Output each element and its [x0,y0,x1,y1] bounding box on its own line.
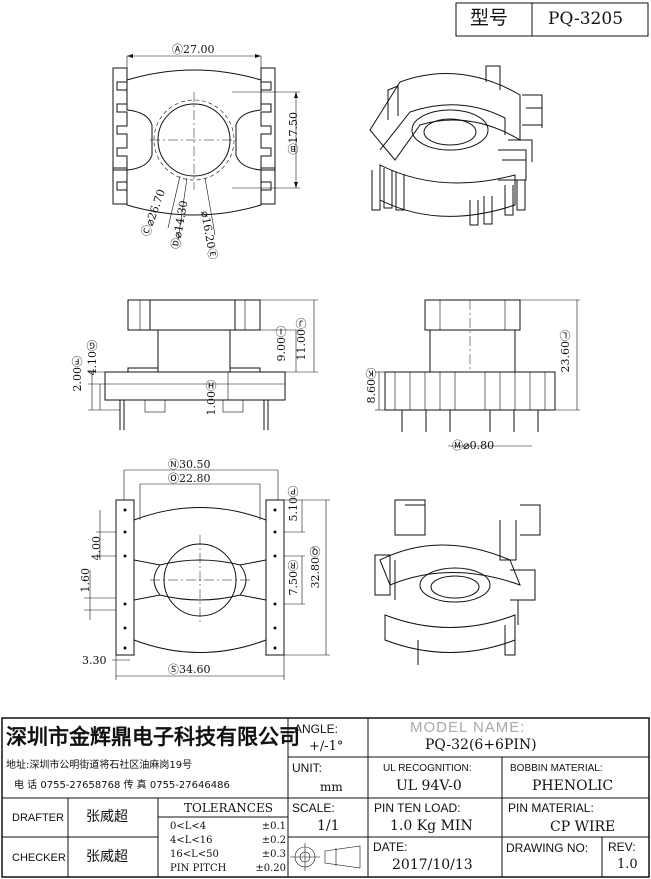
drawing-no-label: DRAWING NO: [506,841,589,855]
model-value: PQ-3205 [548,9,624,29]
tol-value: ±0.1 [261,821,286,832]
bottom-view [115,469,285,656]
tolerance-row: 16<L<50 ±0.3 [170,848,286,862]
dim-q: 32.80Ⓠ [309,546,322,589]
pin-load-value: 1.0 Kg MIN [390,818,473,834]
pin-load-label: PIN TEN LOAD: [374,801,461,815]
side-view-left-dims [88,299,318,411]
checker-value: 张威超 [86,849,128,865]
tolerance-row: 4<L<16 ±0.2 [170,834,286,848]
bobbin-label: BOBBIN MATERIAL: [510,763,603,774]
dim-p: 5.10Ⓟ [287,486,300,522]
pin-material-label: PIN MATERIAL: [508,801,594,815]
company-name: 深圳市金辉鼎电子科技有限公司 [6,725,300,749]
top-view-upper [112,54,300,241]
tol-range: 0<L<4 [170,821,207,832]
header-box [455,2,649,37]
date-label: DATE: [373,840,408,854]
dim-s: Ⓢ34.60 [168,663,211,676]
ul-value: UL 94V-0 [396,778,462,794]
tol-value: ±0.3 [261,849,286,860]
tolerance-row: 0<L<4 ±0.1 [170,820,286,834]
dim-r: 7.50Ⓡ [287,560,300,596]
rev-label: REV: [608,840,636,854]
iso-view-upper [369,65,543,226]
company-phone: 电 话 0755-27658768 传 真 0755-27646486 [14,780,230,791]
unit-value: mm [320,780,343,794]
model-name-label: MODEL NAME: [410,719,526,736]
model-label: 型号 [470,7,509,29]
tol-range: 4<L<16 [170,835,213,846]
dim-o: Ⓞ22.80 [168,472,211,485]
drafter-label: DRAFTER [12,812,64,824]
tolerances-label: TOLERANCES [184,801,273,815]
model-name-value: PQ-32(6+6PIN) [425,737,537,753]
angle-symbol [290,843,361,871]
tolerance-table: 0<L<4 ±0.1 4<L<16 ±0.2 16<L<50 ±0.3 PIN PIT… [170,820,286,876]
drafter-value: 张威超 [86,809,128,825]
scale-value: 1/1 [317,818,340,834]
side-view-right-dims [375,299,580,447]
bobbin-value: PHENOLIC [532,778,614,794]
date-value: 2017/10/13 [392,857,473,873]
dim-b: Ⓑ17.50 [287,112,300,155]
tol-value: ±0.20 [255,863,286,874]
checker-label: CHECKER [12,852,66,864]
side-view-left [104,299,286,430]
scale-label: SCALE: [292,801,335,815]
dim-g: 4.10Ⓖ [86,340,99,376]
dim-f: 2.00Ⓕ [71,356,84,392]
tol-range: PIN PITCH [170,863,227,874]
tol-value: ±0.2 [261,835,286,846]
title-block-lines [1,717,650,878]
dim-l: 23.60Ⓛ [559,330,572,373]
dim-h: 1.00Ⓗ [205,380,218,416]
dim-a: Ⓐ27.00 [172,43,215,56]
dim-i: 9.00Ⓘ [275,326,288,362]
dim-160: 1.60 [79,568,92,593]
dim-n: Ⓝ30.50 [168,458,211,471]
angle-value: +/-1° [309,739,344,754]
bottom-view-dims [84,499,330,680]
dim-400: 4.00 [90,536,103,561]
unit-label: UNIT: [292,761,322,775]
tolerance-row: PIN PITCH ±0.20 [170,862,286,876]
dim-330: 3.30 [82,654,107,667]
dim-m: Ⓜ⌀0.80 [452,439,495,452]
tol-range: 16<L<50 [170,849,219,860]
angle-label: ANGLE: [294,722,339,736]
rev-value: 1.0 [617,857,638,872]
dim-k: 8.60Ⓚ [365,368,378,404]
ul-label: UL RECOGNITION: [383,763,472,774]
dim-j: 11.00Ⓙ [295,318,308,361]
iso-view-lower [374,499,541,665]
side-view-right [384,299,556,432]
company-address: 地址:深圳市公明街道将石社区油麻岗19号 [6,760,193,771]
pin-material-value: CP WIRE [550,819,616,835]
